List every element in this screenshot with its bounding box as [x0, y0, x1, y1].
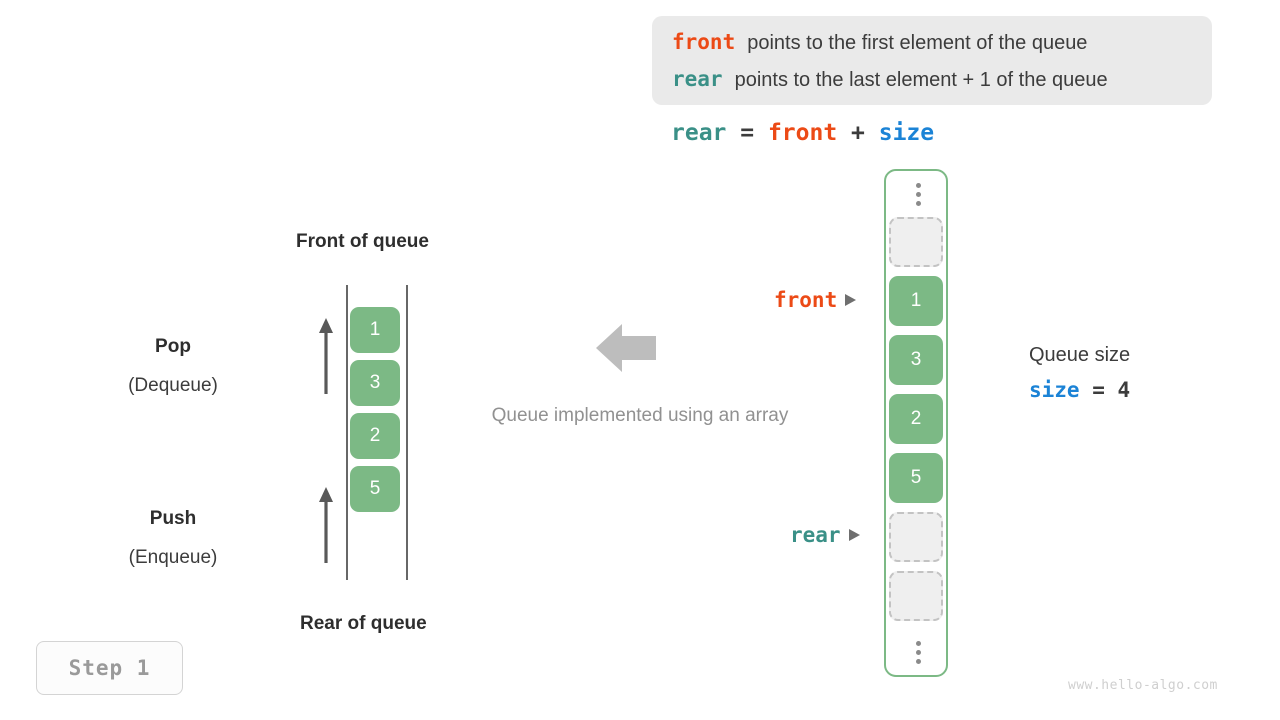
- vertical-ellipsis-icon-bottom: [886, 629, 950, 675]
- pop-label: Pop: [155, 336, 191, 357]
- queue-tube-line-right: [406, 285, 408, 580]
- dot: [915, 658, 921, 664]
- formula-equals: =: [726, 120, 768, 146]
- front-of-queue-label: Front of queue: [296, 231, 429, 252]
- size-expression: size = 4: [1029, 378, 1130, 402]
- front-keyword: front: [672, 30, 736, 54]
- queue-cell: 5: [350, 466, 400, 512]
- push-label: Push: [149, 508, 197, 529]
- queue-cell: 2: [350, 413, 400, 459]
- dequeue-sublabel: (Dequeue): [128, 375, 218, 396]
- array-slot: [889, 217, 943, 267]
- formula-size: size: [878, 120, 935, 146]
- queue-cell: 1: [350, 307, 400, 353]
- dot: [915, 182, 921, 188]
- rear-of-queue-label: Rear of queue: [300, 613, 427, 634]
- front-pointer-label: front: [774, 288, 857, 312]
- enqueue-sublabel: (Enqueue): [128, 547, 218, 568]
- pointer-triangle-icon: [848, 529, 860, 541]
- size-equals: =: [1079, 378, 1118, 402]
- rear-pointer-label: rear: [790, 523, 860, 547]
- size-variable: size: [1029, 378, 1080, 402]
- queue-cell: 3: [350, 360, 400, 406]
- info-callout-box: front points to the first element of the…: [652, 16, 1212, 105]
- pointer-triangle-icon: [845, 294, 857, 306]
- dot: [915, 649, 921, 655]
- info-line-rear: rear points to the last element + 1 of t…: [652, 67, 1212, 104]
- pop-up-arrow-icon: [318, 318, 334, 399]
- dot: [915, 640, 921, 646]
- formula-plus: +: [837, 120, 879, 146]
- array-slot: [889, 571, 943, 621]
- formula-rear-equals-front-plus-size: rear = front + size: [671, 120, 934, 146]
- size-value: 4: [1117, 378, 1131, 402]
- rear-keyword: rear: [672, 67, 723, 91]
- front-description: points to the first element of the queue: [747, 32, 1088, 54]
- formula-rear: rear: [671, 120, 727, 146]
- info-line-front: front points to the first element of the…: [652, 30, 1212, 67]
- queue-tube-line-left: [346, 285, 348, 580]
- queue-size-panel: Queue size size = 4: [1029, 344, 1130, 402]
- array-container: 1 3 2 5: [884, 169, 948, 677]
- rear-pointer-text: rear: [790, 523, 841, 547]
- formula-front: front: [767, 120, 838, 146]
- step-badge: Step 1: [36, 641, 183, 695]
- array-slot: 2: [889, 394, 943, 444]
- queue-size-title: Queue size: [1029, 344, 1131, 366]
- push-up-arrow-icon: [318, 487, 334, 568]
- front-pointer-text: front: [774, 288, 838, 312]
- vertical-ellipsis-icon-top: [886, 171, 950, 217]
- watermark: www.hello-algo.com: [1068, 678, 1218, 693]
- center-caption: Queue implemented using an array: [491, 405, 789, 426]
- array-slot: 5: [889, 453, 943, 503]
- dot: [915, 191, 921, 197]
- rear-description: points to the last element + 1 of the qu…: [734, 69, 1108, 91]
- array-slot: 1: [889, 276, 943, 326]
- array-slot: 3: [889, 335, 943, 385]
- dot: [915, 200, 921, 206]
- array-slot: [889, 512, 943, 562]
- left-pointing-arrow-icon: [596, 322, 656, 379]
